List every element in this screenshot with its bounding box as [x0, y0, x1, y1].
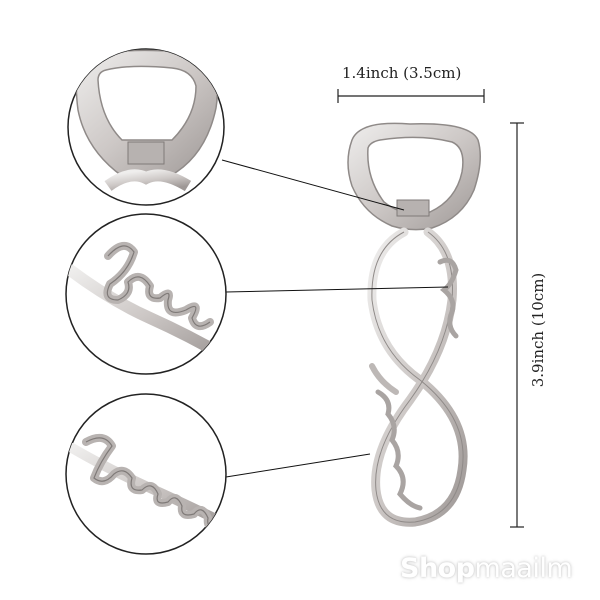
opener-infinity-loop: [367, 227, 468, 527]
forever-script-mark: [375, 389, 423, 511]
zoom-circle-head: [67, 48, 225, 206]
opener-lip: [396, 199, 430, 217]
watermark-bold-text: Shop: [400, 553, 475, 584]
height-dimension-label: 3.9inch (10cm): [529, 272, 547, 388]
bottle-opener: [347, 122, 481, 527]
callout-line-love: [225, 286, 449, 293]
watermark-light-text: maailm: [474, 553, 573, 584]
callout-line-forever: [225, 453, 371, 478]
love-script-mark: [437, 257, 459, 339]
shop-watermark: Shopmaailm: [400, 553, 573, 584]
zoom-circle-forever: [65, 393, 227, 555]
opener-tail: [369, 363, 399, 395]
height-dimension-line: [510, 122, 524, 528]
width-dimension-label: 1.4inch (3.5cm): [342, 64, 462, 82]
width-dimension-line: [337, 89, 485, 103]
callout-lines: [221, 159, 449, 478]
zoom-circle-love: [65, 213, 227, 375]
opener-head: [347, 122, 481, 231]
callout-line-head: [221, 159, 405, 211]
